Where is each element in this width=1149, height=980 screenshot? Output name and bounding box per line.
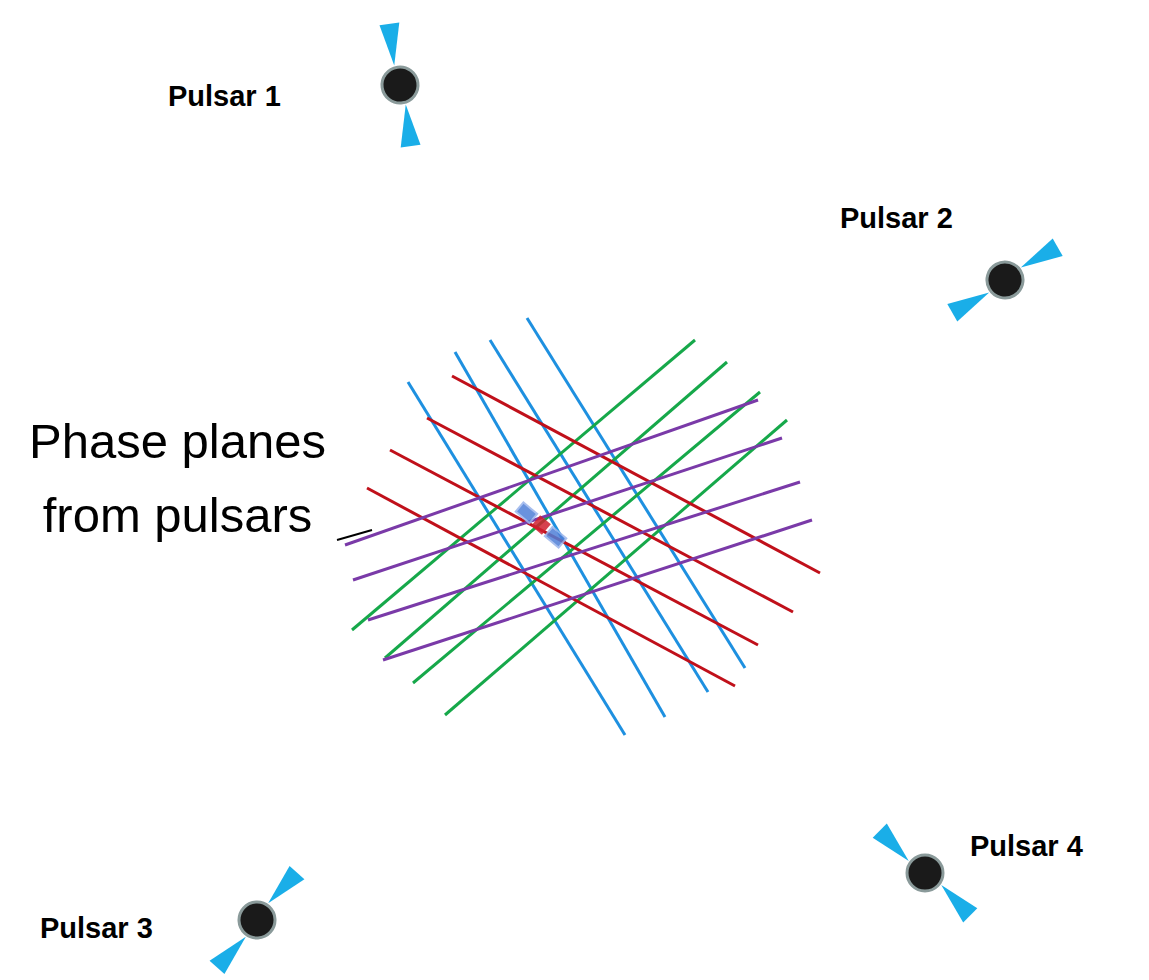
phase-planes [345, 400, 812, 660]
phase-planes [367, 376, 820, 686]
callout-label: Phase planes from pulsars [5, 405, 350, 552]
pulsar-symbol [868, 816, 981, 929]
leader-line [337, 530, 372, 540]
pulsar-label: Pulsar 4 [970, 830, 1083, 863]
phase-planes [352, 340, 787, 715]
spacecraft [515, 502, 567, 549]
pulsar-label: Pulsar 1 [168, 80, 281, 113]
pulsar-symbol [942, 233, 1067, 326]
pulsar-symbol [202, 862, 312, 978]
pulsar-label: Pulsar 2 [840, 202, 953, 235]
pulsar-symbol [374, 21, 427, 149]
pulsar-label: Pulsar 3 [40, 912, 153, 945]
